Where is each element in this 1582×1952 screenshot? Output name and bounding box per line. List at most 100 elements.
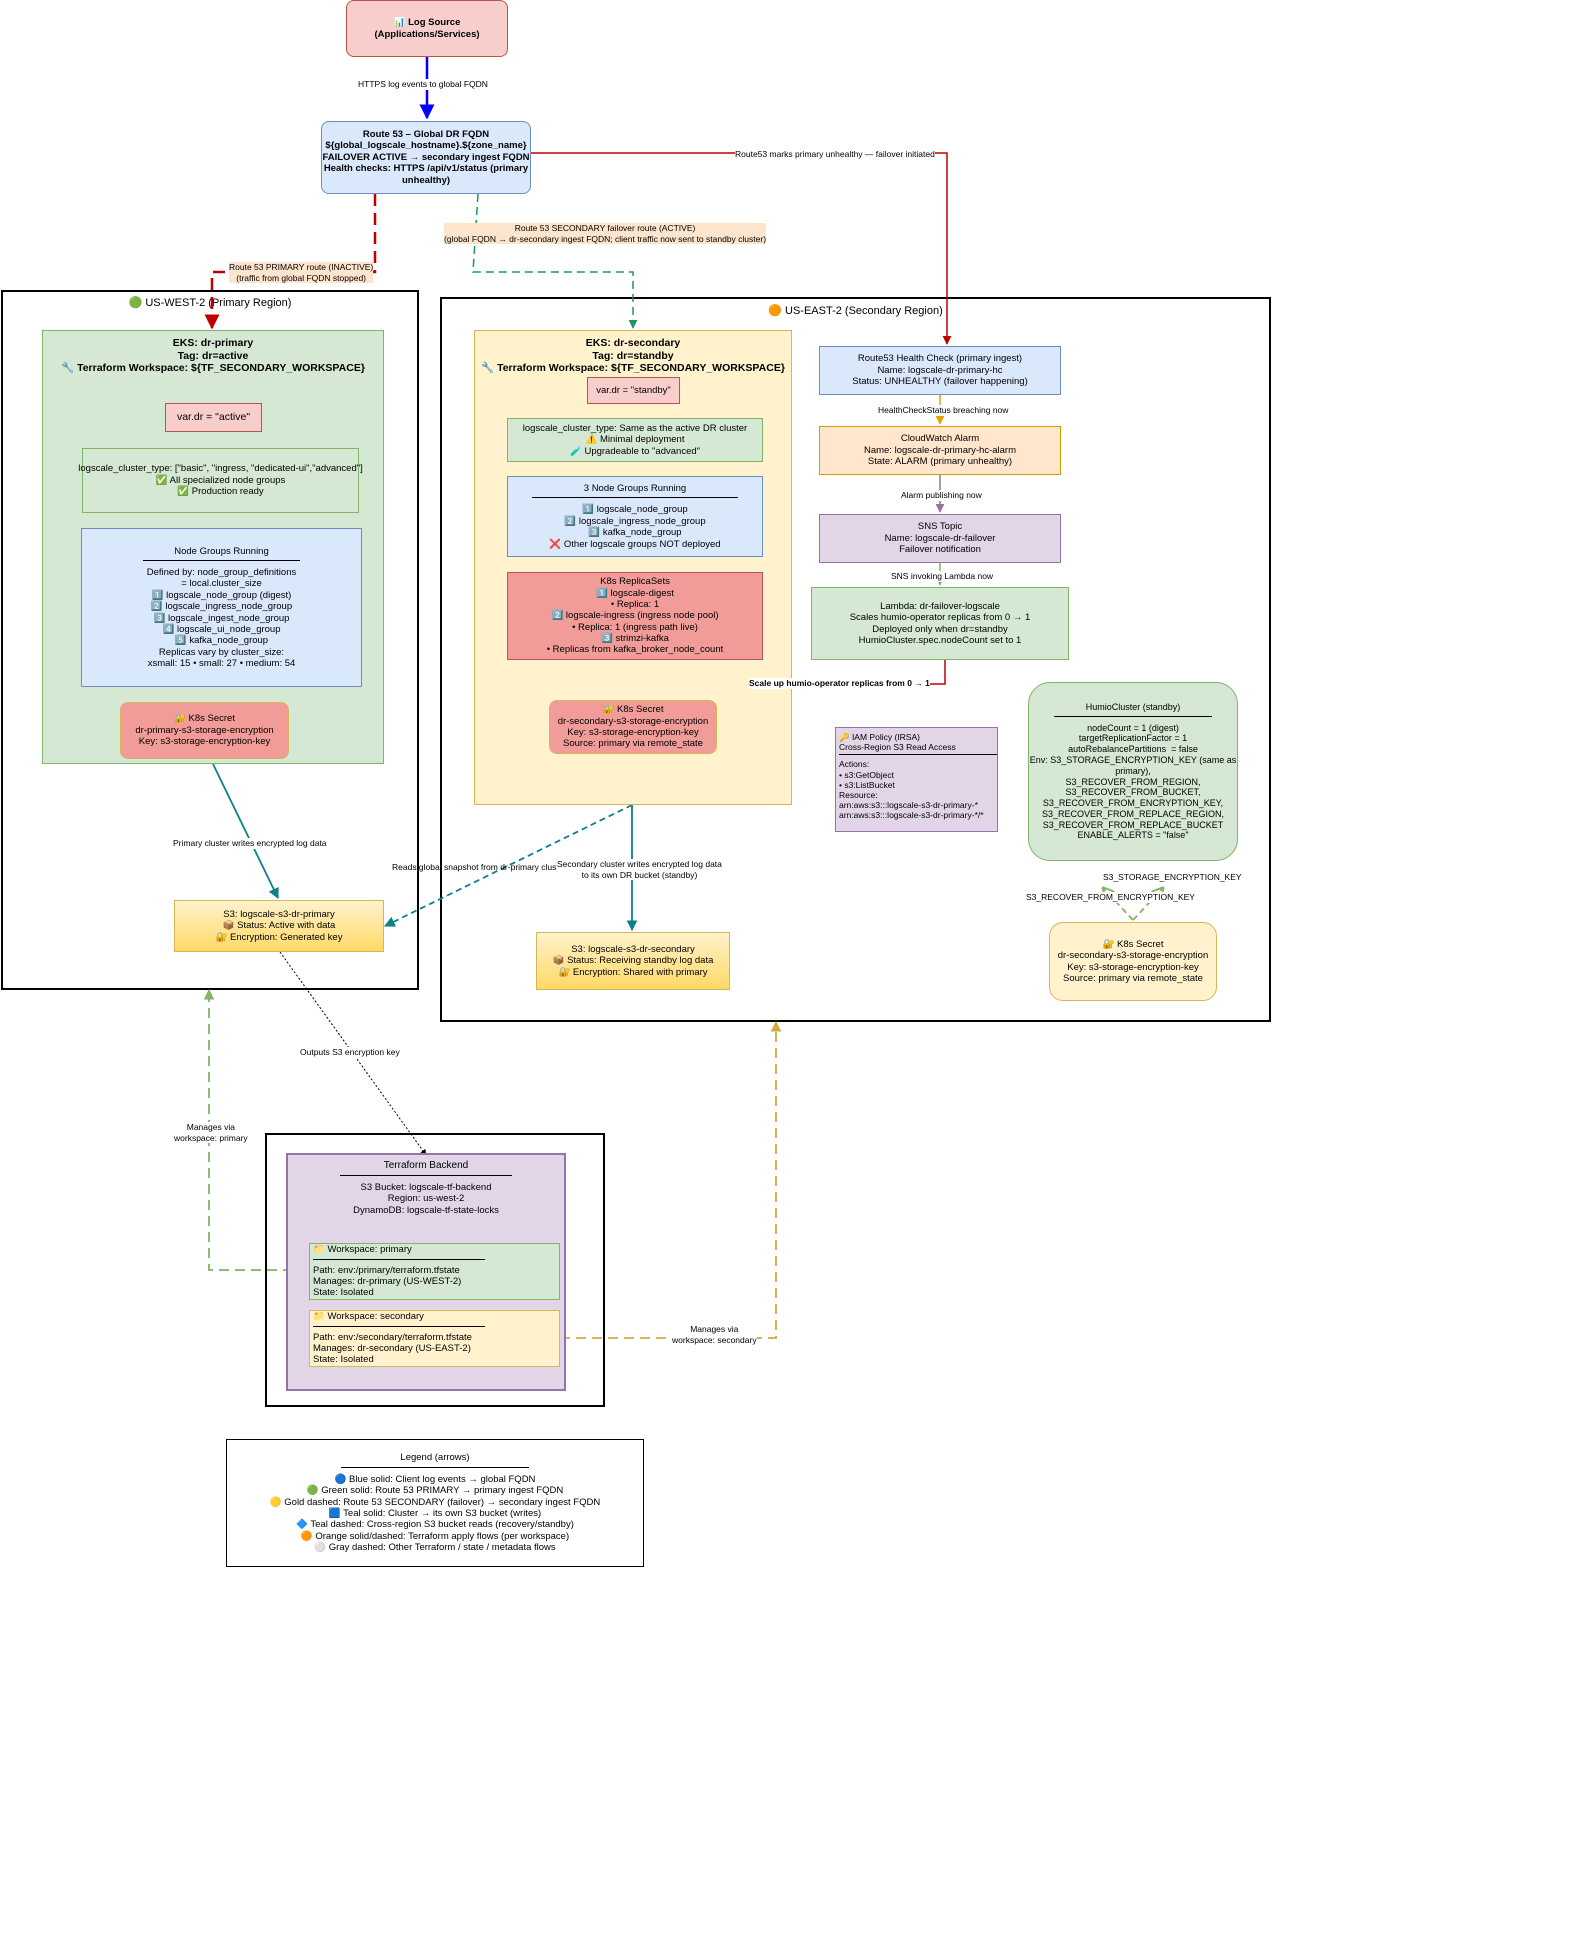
workspace-title: 📁 Workspace: secondary — [313, 1311, 424, 1323]
s3-line: S3: logscale-s3-dr-secondary — [571, 943, 695, 955]
label-secondary-writes: Secondary cluster writes encrypted log d… — [557, 859, 722, 881]
workspace-secondary[interactable]: 📁 Workspace: secondary Path: env:/second… — [309, 1310, 560, 1367]
node-groups-line: ❌ Other logscale groups NOT deployed — [549, 538, 721, 550]
humio-line: nodeCount = 1 (digest) — [1087, 722, 1179, 733]
node-groups-line: xsmall: 15 • small: 27 • medium: 54 — [147, 658, 296, 670]
legend-item: 🔷 Teal dashed: Cross-region S3 bucket re… — [296, 1519, 574, 1531]
legend-title: Legend (arrows) — [400, 1452, 470, 1464]
secondary-k8s-secret[interactable]: 🔐 K8s Secret dr-secondary-s3-storage-enc… — [549, 700, 717, 754]
secret-line: 🔐 K8s Secret — [174, 713, 235, 725]
secret-line: Source: primary via remote_state — [1063, 972, 1203, 984]
legend-item: 🟢 Green solid: Route 53 PRIMARY → primar… — [306, 1485, 564, 1497]
humio-cluster-standby[interactable]: HumioCluster (standby) nodeCount = 1 (di… — [1028, 682, 1238, 861]
workspace-line: State: Isolated — [313, 1354, 374, 1366]
lambda-line: Lambda: dr-failover-logscale — [880, 600, 1000, 612]
log-source-node[interactable]: 📊 Log Source (Applications/Services) — [346, 0, 508, 57]
log-source-subtitle: (Applications/Services) — [374, 28, 480, 40]
alarm-line: State: ALARM (primary unhealthy) — [867, 456, 1013, 468]
edge-secondary-route — [472, 193, 638, 329]
humio-line: autoRebalancePartitions = false — [1068, 744, 1198, 755]
cluster-type-line: ✅ All specialized node groups — [155, 474, 286, 486]
humio-line: Env: S3_STORAGE_ENCRYPTION_KEY (same as — [1029, 754, 1237, 765]
sns-line: SNS Topic — [917, 521, 963, 533]
label-secondary-route: Route 53 SECONDARY failover route (ACTIV… — [444, 223, 767, 245]
label-alarm-pub: Alarm publishing now — [901, 490, 982, 501]
s3-secondary-bucket[interactable]: S3: logscale-s3-dr-secondary 📦 Status: R… — [536, 932, 730, 990]
route53-node[interactable]: Route 53 – Global DR FQDN ${global_logsc… — [321, 121, 531, 194]
edge-reads-snapshot — [384, 804, 633, 927]
cluster-type-line: ⚠️ Minimal deployment — [585, 434, 685, 446]
secret-line: Source: primary via remote_state — [563, 738, 703, 750]
secret-line: Key: s3-storage-encryption-key — [138, 736, 271, 748]
route53-line: unhealthy) — [401, 174, 451, 186]
primary-cluster-type: logscale_cluster_type: ["basic", "ingres… — [78, 448, 363, 513]
humio-line: S3_RECOVER_FROM_REPLACE_BUCKET — [1042, 819, 1224, 830]
alarm-line: CloudWatch Alarm — [900, 433, 980, 445]
replicaset-line: K8s ReplicaSets — [600, 576, 670, 588]
connector-layer — [203, 57, 1271, 1339]
cloudwatch-alarm[interactable]: CloudWatch Alarm Name: logscale-dr-prima… — [819, 426, 1061, 475]
label-r53-unhealthy: Route53 marks primary unhealthy — failov… — [735, 149, 935, 160]
secret-line: 🔐 K8s Secret — [1102, 938, 1164, 950]
humio-line: primary), — [1115, 765, 1151, 776]
route53-health-check[interactable]: Route53 Health Check (primary ingest) Na… — [819, 346, 1061, 395]
lambda-failover[interactable]: Lambda: dr-failover-logscale Scales humi… — [811, 587, 1069, 660]
eks-secondary-name: EKS: dr-secondary — [585, 337, 681, 349]
iam-line: Cross-Region S3 Read Access — [839, 742, 956, 753]
edge-primary-writes — [212, 763, 279, 899]
tf-backend-line: S3 Bucket: logscale-tf-backend — [360, 1182, 492, 1193]
node-groups-line: 4️⃣ logscale_ui_node_group — [162, 623, 281, 635]
legend-item: 🟦 Teal solid: Cluster → its own S3 bucke… — [328, 1508, 542, 1519]
secret-line: Key: s3-storage-encryption-key — [1067, 961, 1199, 973]
east-k8s-secret[interactable]: 🔐 K8s Secret dr-secondary-s3-storage-enc… — [1049, 922, 1217, 1001]
legend-item: 🟠 Orange solid/dashed: Terraform apply f… — [300, 1530, 570, 1542]
secondary-cluster-type: logscale_cluster_type: Same as the activ… — [507, 418, 763, 462]
tf-backend-title: Terraform Backend — [383, 1160, 469, 1171]
secret-line: 🔐 K8s Secret — [602, 704, 664, 716]
edge-r53-unhealthy — [531, 152, 952, 345]
route53-line: FAILOVER ACTIVE → secondary ingest FQDN — [322, 151, 530, 163]
label-primary-writes: Primary cluster writes encrypted log dat… — [173, 838, 327, 849]
replicaset-line: • Replica: 1 (ingress path live) — [572, 621, 698, 633]
lambda-line: Deployed only when dr=standby — [872, 623, 1008, 635]
cluster-type-line: 🧪 Upgradeable to "advanced" — [569, 445, 701, 457]
edge-primary-route — [204, 194, 377, 330]
node-groups-line: 1️⃣ logscale_node_group — [582, 504, 688, 516]
node-groups-line: = local.cluster_size — [181, 578, 262, 590]
tf-backend-line: DynamoDB: logscale-tf-state-locks — [353, 1204, 499, 1216]
label-https: HTTPS log events to global FQDN — [358, 79, 488, 90]
workspace-divider — [313, 1325, 485, 1327]
humio-line: S3_RECOVER_FROM_ENCRYPTION_KEY, — [1042, 798, 1224, 809]
node-groups-line: 3️⃣ logscale_ingest_node_group — [153, 612, 290, 624]
cluster-type-line: ✅ Production ready — [177, 486, 264, 498]
legend-item: 🟡 Gold dashed: Route 53 SECONDARY (failo… — [269, 1496, 601, 1508]
iam-policy[interactable]: 🔑 IAM Policy (IRSA) Cross-Region S3 Read… — [835, 727, 998, 832]
s3-line: S3: logscale-s3-dr-primary — [223, 908, 335, 920]
s3-line: 📦 Status: Receiving standby log data — [552, 955, 714, 967]
eks-primary-name: EKS: dr-primary — [172, 337, 254, 349]
health-check-line: Status: UNHEALTHY (failover happening) — [852, 376, 1028, 388]
replicaset-line: • Replicas from kafka_broker_node_count — [546, 644, 724, 656]
humio-line: S3_RECOVER_FROM_REPLACE_REGION, — [1041, 808, 1225, 819]
iam-divider — [839, 754, 997, 756]
sns-topic[interactable]: SNS Topic Name: logscale-dr-failover Fai… — [819, 514, 1061, 563]
iam-line: arn:aws:s3:::logscale-s3-dr-primary-* — [839, 800, 978, 811]
route53-line: ${global_logscale_hostname}.${zone_name} — [325, 140, 527, 152]
label-s3-recover-key: S3_RECOVER_FROM_ENCRYPTION_KEY — [1026, 892, 1195, 903]
humio-line: S3_RECOVER_FROM_BUCKET, — [1065, 787, 1201, 798]
legend-item: ⚪ Gray dashed: Other Terraform / state /… — [314, 1542, 556, 1554]
primary-k8s-secret[interactable]: 🔐 K8s Secret dr-primary-s3-storage-encry… — [120, 702, 289, 759]
workspace-primary[interactable]: 📁 Workspace: primary Path: env:/primary/… — [309, 1243, 560, 1300]
s3-line: 📦 Status: Active with data — [222, 920, 336, 932]
secret-line: dr-primary-s3-storage-encryption — [135, 724, 274, 736]
workspace-divider — [313, 1258, 485, 1260]
node-groups-line: 2️⃣ logscale_ingress_node_group — [150, 601, 293, 613]
node-groups-line: Defined by: node_group_definitions — [146, 566, 297, 578]
s3-line: 🔐 Encryption: Generated key — [215, 931, 343, 943]
s3-primary-bucket[interactable]: S3: logscale-s3-dr-primary 📦 Status: Act… — [174, 900, 384, 952]
replicaset-line: 3️⃣ strimzi-kafka — [601, 633, 669, 645]
node-groups-title: 3 Node Groups Running — [583, 483, 687, 495]
cluster-type-line: logscale_cluster_type: ["basic", "ingres… — [78, 463, 363, 475]
node-groups-line: Replicas vary by cluster_size: — [158, 646, 285, 658]
secondary-node-groups: 3 Node Groups Running 1️⃣ logscale_node_… — [507, 476, 763, 557]
